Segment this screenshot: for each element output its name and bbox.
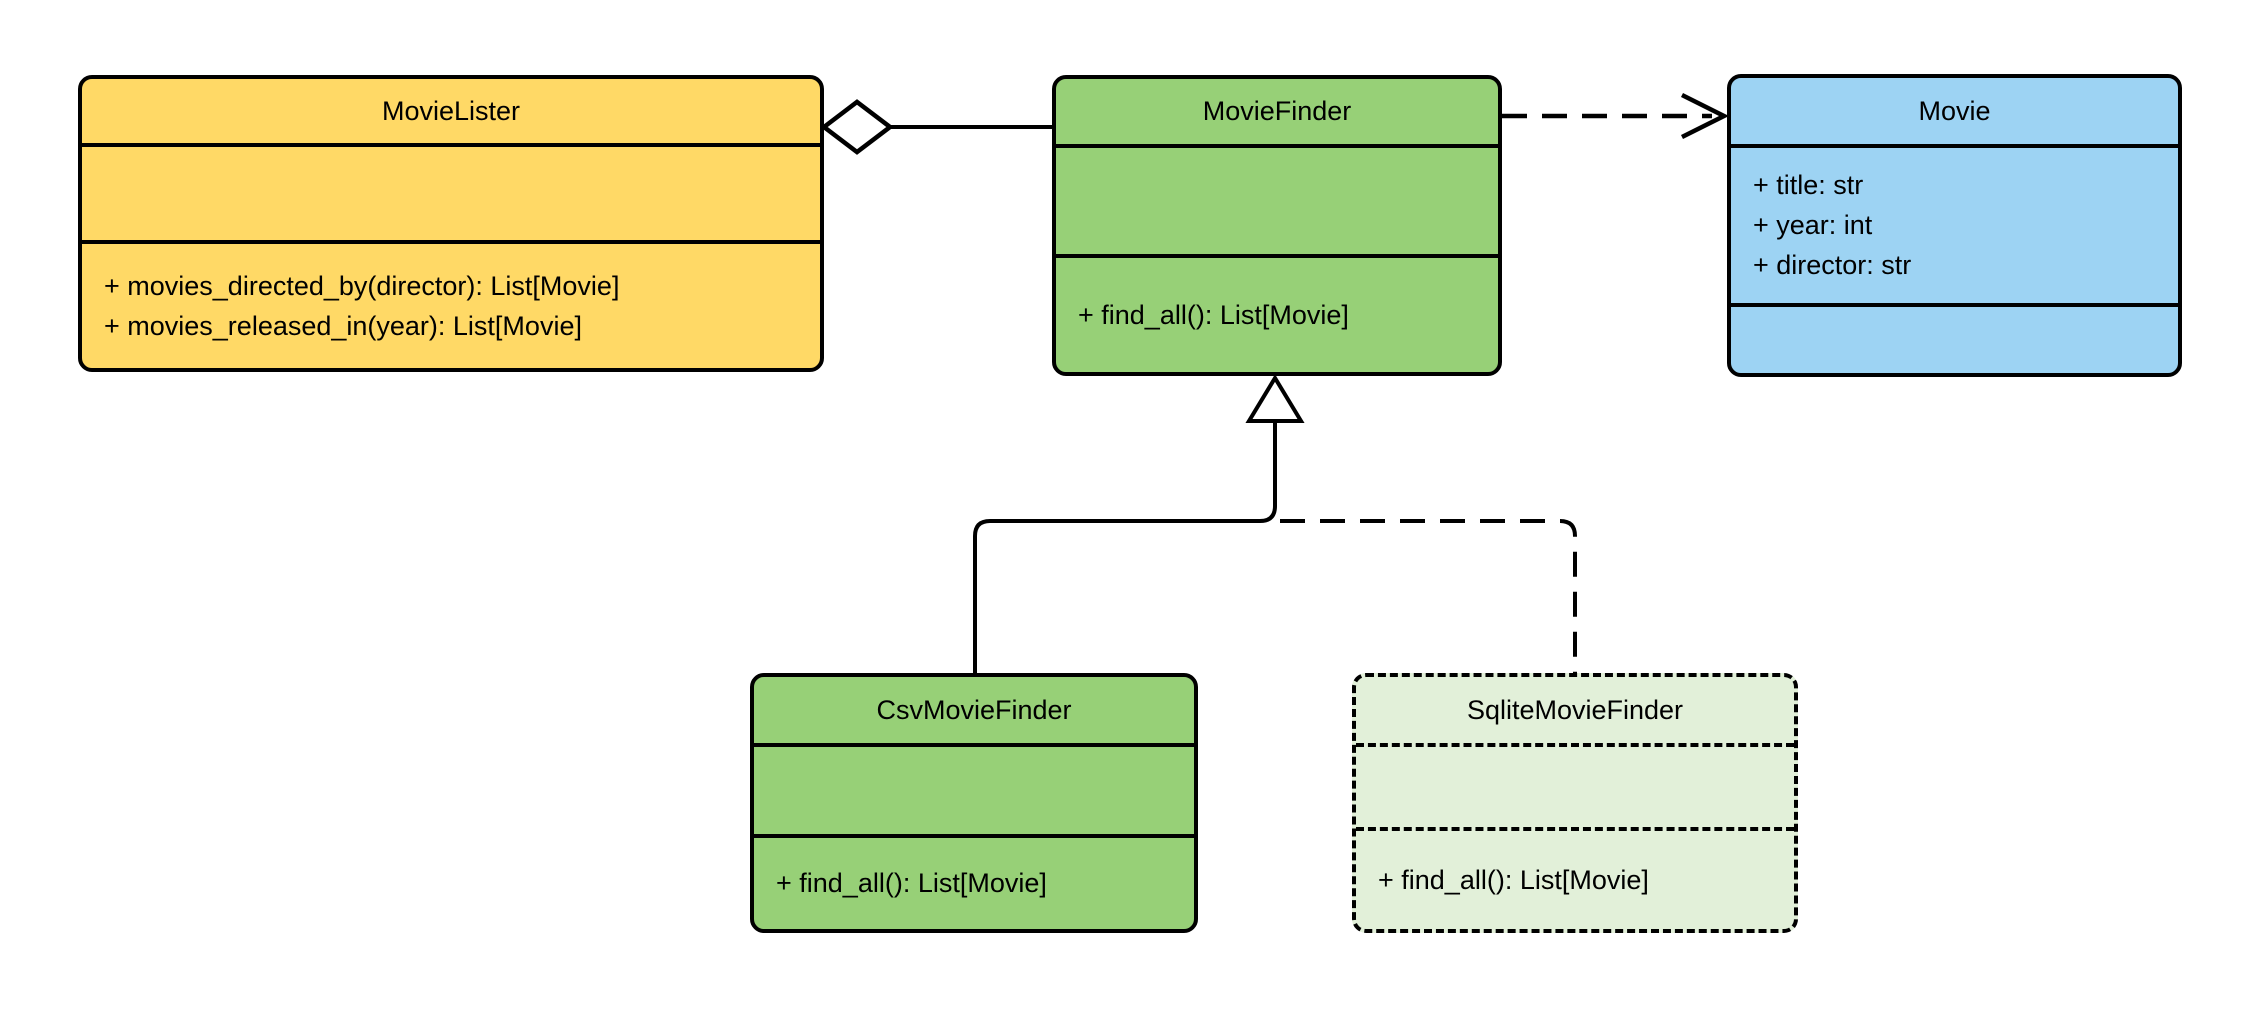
aggregation-diamond-icon: [820, 99, 894, 155]
class-attributes-moviefinder: [1056, 148, 1498, 258]
class-title-moviefinder: MovieFinder: [1056, 79, 1498, 148]
class-title-sqlitemoviefinder: SqliteMovieFinder: [1356, 677, 1794, 747]
class-methods-movielister: + movies_directed_by(director): List[Mov…: [82, 244, 820, 368]
inheritance-line-sqlite: [1280, 519, 1577, 674]
class-title-movie: Movie: [1731, 78, 2178, 148]
class-methods-movie: [1731, 307, 2178, 373]
class-title-movielister: MovieLister: [82, 79, 820, 147]
class-attributes-movie: + title: str + year: int + director: str: [1731, 148, 2178, 307]
dependency-open-arrowhead-icon: [1680, 92, 1730, 140]
class-methods-moviefinder: + find_all(): List[Movie]: [1056, 258, 1498, 372]
method-movies-released-in: + movies_released_in(year): List[Movie]: [104, 310, 582, 341]
attribute-director: + director: str: [1753, 250, 1912, 280]
method-find-all-sqlite: + find_all(): List[Movie]: [1378, 864, 1649, 895]
class-methods-csvmoviefinder: + find_all(): List[Movie]: [754, 838, 1194, 929]
class-box-csvmoviefinder: CsvMovieFinder + find_all(): List[Movie]: [750, 673, 1198, 933]
inheritance-triangle-icon: [1245, 374, 1305, 423]
method-find-all-csv: + find_all(): List[Movie]: [776, 868, 1047, 898]
method-find-all-moviefinder: + find_all(): List[Movie]: [1078, 299, 1349, 330]
class-attributes-sqlitemoviefinder: [1356, 747, 1794, 831]
method-movies-directed-by: + movies_directed_by(director): List[Mov…: [104, 270, 620, 301]
attribute-year: + year: int: [1753, 210, 1873, 240]
class-attributes-csvmoviefinder: [754, 747, 1194, 838]
class-box-movie: Movie + title: str + year: int + directo…: [1727, 74, 2182, 377]
attribute-title: + title: str: [1753, 170, 1864, 200]
class-box-moviefinder: MovieFinder + find_all(): List[Movie]: [1052, 75, 1502, 376]
class-box-movielister: MovieLister + movies_directed_by(directo…: [78, 75, 824, 372]
class-title-csvmoviefinder: CsvMovieFinder: [754, 677, 1194, 747]
inheritance-line-csv: [973, 421, 1277, 674]
class-attributes-movielister: [82, 147, 820, 244]
class-methods-sqlitemoviefinder: + find_all(): List[Movie]: [1356, 831, 1794, 929]
class-box-sqlitemoviefinder: SqliteMovieFinder + find_all(): List[Mov…: [1352, 673, 1798, 933]
